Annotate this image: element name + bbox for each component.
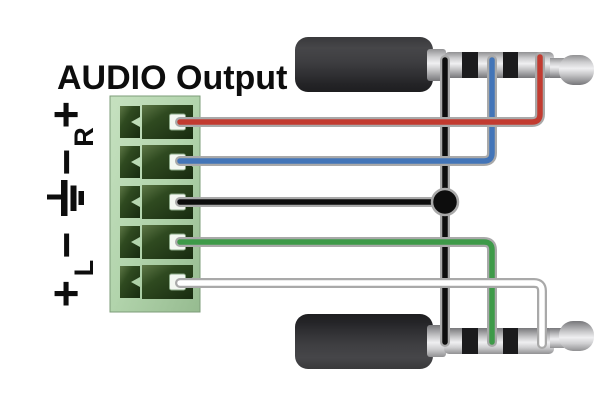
minus-bottom-label: − bbox=[40, 232, 92, 259]
left-channel-label: L bbox=[69, 260, 99, 277]
terminal-slot-3 bbox=[120, 185, 193, 219]
red-wire bbox=[177, 54, 543, 125]
wires bbox=[175, 52, 547, 349]
green-wire bbox=[177, 239, 495, 345]
blue-wire bbox=[177, 57, 495, 164]
right-channel-label: R bbox=[69, 127, 99, 147]
black-ground-wire bbox=[177, 57, 448, 345]
bottom-plug-tip bbox=[559, 321, 594, 351]
bottom-plug-insulator-band-2 bbox=[503, 328, 518, 354]
top-plug-barrel bbox=[295, 37, 433, 92]
minus-top-label: − bbox=[40, 149, 92, 176]
white-wire bbox=[177, 280, 545, 347]
bottom-plug-barrel bbox=[295, 314, 433, 369]
bottom-plug-insulator-band-1 bbox=[462, 328, 478, 354]
plus-top-label: + bbox=[53, 88, 80, 140]
bottom-trs-plug bbox=[295, 314, 594, 369]
top-trs-plug bbox=[295, 37, 594, 92]
top-plug-insulator-band-1 bbox=[462, 52, 478, 78]
page-title: AUDIO Output bbox=[57, 59, 287, 97]
top-plug-insulator-band-2 bbox=[503, 52, 518, 78]
terminal-slot-4 bbox=[120, 225, 193, 259]
connector-label-column: + R − − L + bbox=[40, 88, 99, 319]
top-plug-tip bbox=[559, 55, 594, 85]
earth-ground-icon bbox=[47, 180, 84, 216]
plus-bottom-label: + bbox=[53, 267, 80, 319]
ground-junction-dot bbox=[430, 187, 460, 217]
